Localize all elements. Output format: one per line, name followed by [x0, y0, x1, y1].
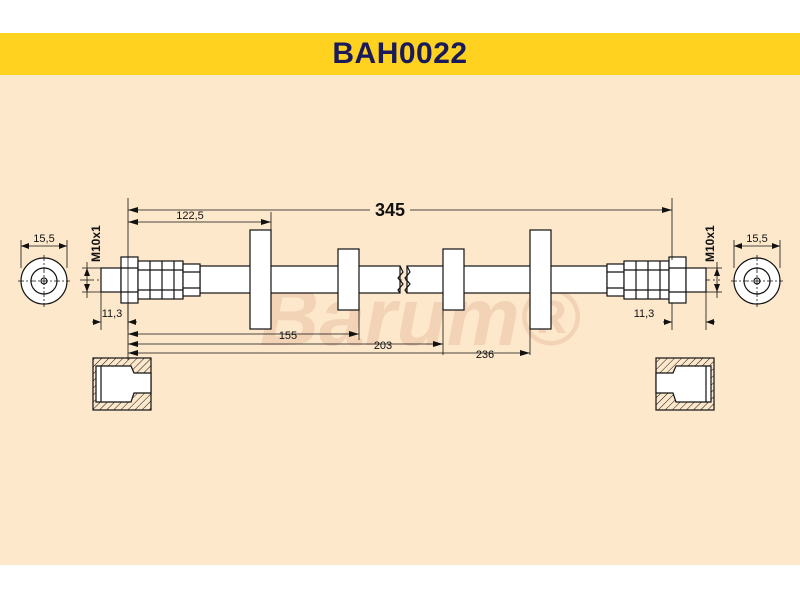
dim-clip-4: 236	[476, 349, 494, 361]
dim-left-fitting-dia: 15,5	[33, 233, 54, 245]
title-banner: BAH0022	[0, 33, 800, 75]
dim-left-fitting-len: 11,3	[102, 308, 123, 320]
right-end-view	[731, 255, 783, 307]
clip-3	[442, 248, 465, 311]
dim-clip-3: 203	[374, 340, 392, 352]
right-port-section	[655, 357, 715, 411]
left-end-fitting	[100, 256, 201, 304]
dim-overall-length: 345	[375, 200, 405, 220]
left-port-section	[92, 357, 152, 411]
dim-left-distance: 122,5	[176, 210, 204, 222]
part-number-title: BAH0022	[332, 37, 468, 70]
break-symbol	[397, 265, 411, 294]
right-end-fitting	[606, 256, 707, 304]
dimension-arrows	[21, 207, 780, 356]
dim-clip-2: 155	[279, 330, 297, 342]
left-end-view	[18, 255, 70, 307]
dim-right-fitting-dia: 15,5	[746, 233, 767, 245]
hose-body	[199, 265, 608, 294]
dimension-labels: 345 122,5 155 203 236 15,5 15,5 11,3 11,…	[33, 200, 767, 361]
hose-clips	[249, 229, 552, 330]
dim-right-thread: M10x1	[703, 225, 717, 262]
dimension-lines	[20, 198, 781, 360]
clip-2	[337, 248, 360, 311]
clip-1	[249, 229, 272, 330]
dim-right-fitting-len: 11,3	[634, 308, 655, 320]
dim-left-thread: M10x1	[89, 225, 103, 262]
drawing-panel	[0, 75, 800, 565]
clip-4	[529, 229, 552, 330]
